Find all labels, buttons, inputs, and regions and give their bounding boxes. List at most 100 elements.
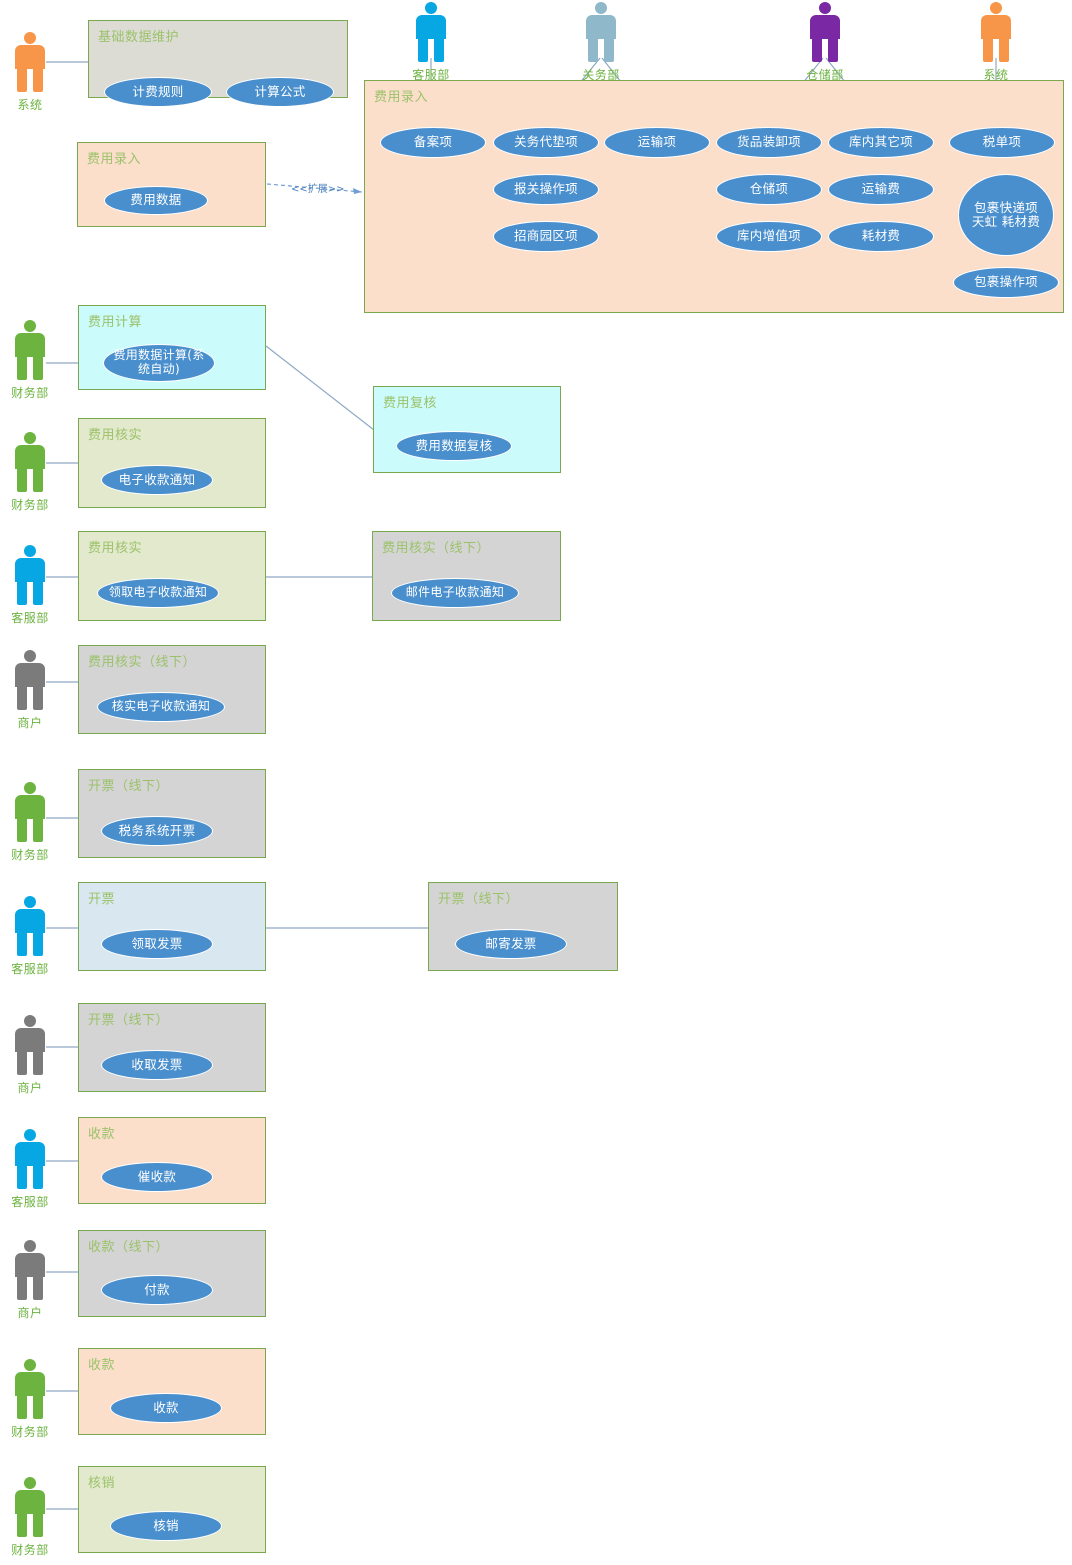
actor-label: 财务部 — [11, 1543, 49, 1557]
actor-caiwu-kaipiao[interactable]: 财务部 — [10, 782, 50, 863]
usecase-payment[interactable]: 付款 — [101, 1275, 213, 1305]
actor-label: 仓储部 — [806, 68, 844, 82]
usecase-tax-system-invoice[interactable]: 税务系统开票 — [101, 816, 213, 846]
group-title: 开票 — [88, 892, 116, 907]
actor-body-icon — [416, 15, 446, 39]
group-title: 费用计算 — [88, 315, 143, 330]
group-collect-offline-merchant: 收款（线下） 付款 — [78, 1230, 266, 1317]
actor-cangchu-top[interactable]: 仓储部 — [805, 2, 845, 83]
usecase-consumable-fee[interactable]: 耗材费 — [828, 221, 934, 252]
usecase-transport-item[interactable]: 运输项 — [604, 127, 710, 158]
usecase-warehouse-value[interactable]: 库内增值项 — [716, 221, 822, 252]
usecase-fee-data-calc[interactable]: 费用数据计算(系统自动) — [103, 344, 215, 382]
actor-legs-icon — [15, 582, 45, 605]
actor-legs-icon — [15, 1514, 45, 1537]
usecase-parcel-express[interactable]: 包裹快递项 天虹 耗材费 — [958, 174, 1054, 256]
usecase-verify-e-payment-notice[interactable]: 核实电子收款通知 — [97, 692, 225, 722]
actor-legs-icon — [15, 819, 45, 842]
actor-body-icon — [15, 663, 45, 687]
actor-label: 客服部 — [11, 962, 49, 976]
actor-guanwu-top[interactable]: 关务部 — [581, 2, 621, 83]
actor-caiwu-jisuan[interactable]: 财务部 — [10, 320, 50, 401]
actor-body-icon — [15, 333, 45, 357]
group-title: 开票（线下） — [88, 779, 170, 794]
group-fee-review: 费用复核 费用数据复核 — [373, 386, 561, 473]
extend-relation-label: <<扩展>> — [291, 184, 345, 195]
usecase-filing-item[interactable]: 备案项 — [380, 127, 486, 158]
actor-head-icon — [425, 2, 437, 14]
usecase-mail-e-payment-notice[interactable]: 邮件电子收款通知 — [391, 578, 519, 608]
usecase-dunning[interactable]: 催收款 — [101, 1162, 213, 1192]
usecase-charging-rule[interactable]: 计费规则 — [104, 77, 212, 107]
group-fee-verify-cs: 费用核实 领取电子收款通知 — [78, 531, 266, 621]
usecase-mail-invoice[interactable]: 邮寄发票 — [455, 929, 567, 959]
actor-legs-icon — [15, 1166, 45, 1189]
actor-legs-icon — [15, 1396, 45, 1419]
usecase-customs-advance[interactable]: 关务代垫项 — [493, 127, 599, 158]
actor-head-icon — [24, 1015, 36, 1027]
group-title: 开票（线下） — [438, 892, 520, 907]
actor-body-icon — [15, 1372, 45, 1396]
actor-head-icon — [24, 1359, 36, 1371]
actor-body-icon — [15, 45, 45, 69]
group-title: 收款 — [88, 1127, 116, 1142]
usecase-receive-invoice[interactable]: 领取发票 — [101, 929, 213, 959]
actor-system-right[interactable]: 系统 — [976, 2, 1016, 83]
actor-legs-icon — [15, 687, 45, 710]
actor-shanghu-kaipiao[interactable]: 商户 — [10, 1015, 50, 1096]
usecase-tax-bill-item[interactable]: 税单项 — [949, 127, 1055, 158]
actor-kefu-shoukuan[interactable]: 客服部 — [10, 1129, 50, 1210]
usecase-writeoff[interactable]: 核销 — [110, 1511, 222, 1541]
usecase-collect-invoice[interactable]: 收取发票 — [101, 1050, 213, 1080]
usecase-receive-e-payment-notice[interactable]: 领取电子收款通知 — [97, 578, 219, 608]
usecase-storage-item[interactable]: 仓储项 — [716, 174, 822, 205]
actor-label: 客服部 — [412, 68, 450, 82]
group-collect-cs: 收款 催收款 — [78, 1117, 266, 1204]
actor-label: 财务部 — [11, 498, 49, 512]
actor-shanghu-heshi[interactable]: 商户 — [10, 650, 50, 731]
group-title: 开票（线下） — [88, 1013, 170, 1028]
actor-label: 财务部 — [11, 386, 49, 400]
group-collect-finance: 收款 收款 — [78, 1348, 266, 1435]
group-title: 费用录入 — [87, 152, 142, 167]
usecase-transport-fee[interactable]: 运输费 — [828, 174, 934, 205]
group-invoice-cs: 开票 领取发票 — [78, 882, 266, 971]
actor-kefu-top[interactable]: 客服部 — [411, 2, 451, 83]
actor-head-icon — [24, 320, 36, 332]
usecase-investment-park[interactable]: 招商园区项 — [493, 221, 599, 252]
group-fee-verify-offline: 费用核实（线下） 邮件电子收款通知 — [372, 531, 561, 621]
actor-body-icon — [15, 445, 45, 469]
usecase-warehouse-other[interactable]: 库内其它项 — [828, 127, 934, 158]
usecase-fee-data-review[interactable]: 费用数据复核 — [396, 431, 512, 461]
actor-legs-icon — [981, 39, 1011, 62]
actor-system-top[interactable]: 系统 — [10, 32, 50, 113]
usecase-customs-operation[interactable]: 报关操作项 — [493, 174, 599, 205]
actor-head-icon — [24, 545, 36, 557]
actor-body-icon — [15, 1142, 45, 1166]
group-title: 费用录入 — [374, 90, 429, 105]
actor-label: 财务部 — [11, 1425, 49, 1439]
actor-label: 财务部 — [11, 848, 49, 862]
usecase-cargo-handling[interactable]: 货品装卸项 — [716, 127, 822, 158]
group-fee-calc: 费用计算 费用数据计算(系统自动) — [78, 305, 266, 390]
actor-kefu-kaipiao[interactable]: 客服部 — [10, 896, 50, 977]
actor-caiwu-hexiao[interactable]: 财务部 — [10, 1477, 50, 1558]
group-title: 费用核实 — [88, 541, 143, 556]
actor-caiwu-shoukuan[interactable]: 财务部 — [10, 1359, 50, 1440]
actor-body-icon — [15, 909, 45, 933]
usecase-fee-data[interactable]: 费用数据 — [104, 186, 208, 215]
actor-head-icon — [24, 432, 36, 444]
group-title: 费用复核 — [383, 396, 438, 411]
actor-shanghu-shoukuan[interactable]: 商户 — [10, 1240, 50, 1321]
usecase-calc-formula[interactable]: 计算公式 — [226, 77, 334, 107]
actor-label: 商户 — [17, 1081, 43, 1095]
usecase-parcel-operation[interactable]: 包裹操作项 — [953, 267, 1059, 298]
group-title: 费用核实（线下） — [88, 655, 197, 670]
usecase-e-payment-notice[interactable]: 电子收款通知 — [101, 465, 213, 495]
usecase-collect-money[interactable]: 收款 — [110, 1393, 222, 1423]
actor-kefu-heshi[interactable]: 客服部 — [10, 545, 50, 626]
actor-body-icon — [15, 558, 45, 582]
actor-caiwu-heshi[interactable]: 财务部 — [10, 432, 50, 513]
actor-legs-icon — [416, 39, 446, 62]
